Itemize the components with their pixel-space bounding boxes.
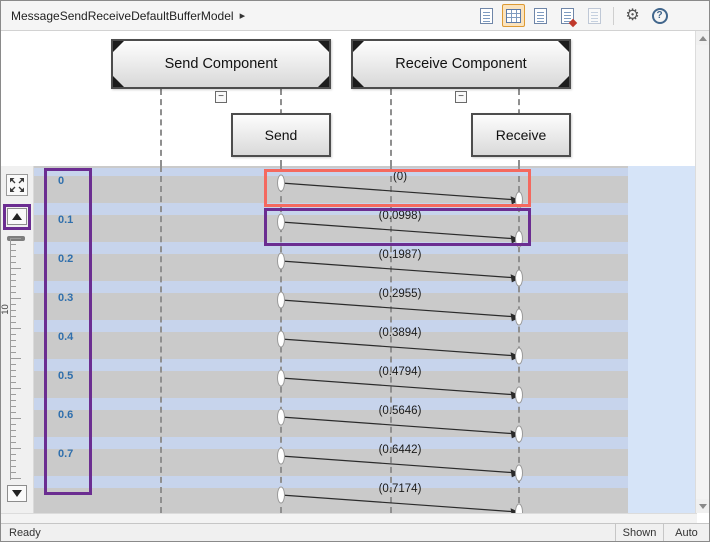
message-label: (0.7174)	[378, 483, 422, 495]
zoom-control-strip: 10	[1, 166, 34, 513]
fit-to-view-button[interactable]	[6, 174, 28, 196]
message-label: (0.6442)	[378, 444, 422, 456]
model-corner-icon	[113, 76, 124, 87]
toolbar: ⚙ ?	[475, 4, 671, 27]
receive-block[interactable]: Receive	[471, 113, 571, 157]
up-arrow-icon	[12, 213, 22, 220]
receive-block-label: Receive	[495, 127, 547, 143]
message-layer: (0) (0.0998) (0.1987) (0.2955) (0.3894) (0.47…	[1, 166, 709, 513]
message-label: (0.2955)	[378, 288, 422, 300]
message-arrow	[277, 213, 523, 248]
time-label: 0.3	[58, 292, 74, 304]
message-arrow	[277, 369, 523, 404]
time-label: 0.2	[58, 253, 74, 265]
lifeline-send-component	[160, 166, 162, 513]
page-down-button[interactable]	[7, 485, 27, 502]
collapse-toggle-icon[interactable]: −	[215, 91, 227, 103]
model-corner-icon	[318, 41, 329, 52]
help-icon: ?	[651, 7, 668, 24]
model-corner-icon	[558, 76, 569, 87]
message-arrow	[277, 447, 523, 482]
status-auto: Auto	[663, 524, 709, 541]
message-arrow	[277, 174, 523, 209]
message-label: (0)	[392, 171, 408, 183]
lifeline-send-component	[160, 89, 162, 166]
breadcrumb-arrow-icon[interactable]: ▸	[239, 10, 246, 22]
message-arrow	[277, 408, 523, 443]
time-label: 0.5	[58, 370, 74, 382]
breadcrumb[interactable]: MessageSendReceiveDefaultBufferModel	[11, 8, 234, 23]
scroll-up-button[interactable]	[696, 31, 709, 45]
sequence-diagram: 0 0.1 0.2 0.3 0.4 0.5 0.6 0.7 (0) (0.0998) (0.198…	[1, 166, 709, 513]
message-label: (0.1987)	[378, 249, 422, 261]
message-label: (0.3894)	[378, 327, 422, 339]
titlebar: MessageSendReceiveDefaultBufferModel ▸ ⚙	[1, 1, 709, 31]
page-up-button[interactable]	[7, 208, 27, 225]
zoom-ruler[interactable]	[10, 238, 22, 480]
data-inspector-button[interactable]	[529, 4, 552, 27]
data-inspector-icon	[534, 7, 547, 24]
time-axis: 0 0.1 0.2 0.3 0.4 0.5 0.6 0.7	[1, 166, 96, 513]
vertical-scrollbar[interactable]	[695, 31, 709, 513]
sequence-viewer-icon	[506, 8, 521, 23]
message-arrow	[277, 330, 523, 365]
right-highlight-panel	[628, 166, 697, 513]
zoom-ruler-label: 10	[1, 304, 11, 315]
compare-icon	[588, 7, 601, 24]
toolbar-separator	[613, 6, 614, 25]
time-label: 0.4	[58, 331, 74, 343]
status-text: Ready	[9, 527, 41, 539]
model-corner-icon	[353, 41, 364, 52]
model-corner-icon	[353, 76, 364, 87]
lifeline-receive-component	[390, 89, 392, 166]
send-block[interactable]: Send	[231, 113, 331, 157]
help-button[interactable]: ?	[648, 4, 671, 27]
message-label: (0.0998)	[378, 210, 422, 222]
settings-gear-icon: ⚙	[625, 6, 640, 24]
scroll-down-button[interactable]	[696, 499, 709, 513]
lifeline-receive	[518, 166, 520, 513]
horizontal-scrollbar[interactable]	[1, 513, 697, 523]
send-block-label: Send	[264, 127, 298, 143]
lifeline-header: Send Component Receive Component − − Sen…	[1, 31, 709, 166]
status-shown: Shown	[615, 524, 663, 541]
send-component-label: Send Component	[164, 56, 278, 72]
receive-component-label: Receive Component	[395, 56, 527, 72]
compare-button[interactable]	[583, 4, 606, 27]
report-icon	[480, 7, 493, 24]
send-component-block[interactable]: Send Component	[111, 39, 331, 89]
model-corner-icon	[558, 41, 569, 52]
model-corner-icon	[113, 41, 124, 52]
time-label: 0.1	[58, 214, 74, 226]
sequence-viewer-button[interactable]	[502, 4, 525, 27]
fit-to-view-icon	[10, 178, 24, 192]
report-button[interactable]	[475, 4, 498, 27]
export-button[interactable]	[556, 4, 579, 27]
scroll-down-icon	[698, 503, 707, 509]
down-arrow-icon	[12, 490, 22, 497]
message-label: (0.4794)	[378, 366, 422, 378]
time-label: 0.6	[58, 409, 74, 421]
statusbar: Ready Shown Auto	[1, 523, 709, 541]
message-arrow	[277, 486, 523, 513]
settings-button[interactable]: ⚙	[621, 4, 644, 27]
time-label: 0	[58, 175, 65, 187]
message-arrow	[277, 252, 523, 287]
lifeline-receive-component	[390, 166, 392, 513]
collapse-toggle-icon[interactable]: −	[455, 91, 467, 103]
statusbar-right: Shown Auto	[615, 524, 709, 541]
model-corner-icon	[318, 76, 329, 87]
time-label: 0.7	[58, 448, 74, 460]
scroll-up-icon	[698, 35, 707, 41]
export-icon	[561, 7, 578, 27]
message-arrow	[277, 291, 523, 326]
message-label: (0.5646)	[378, 405, 422, 417]
receive-component-block[interactable]: Receive Component	[351, 39, 571, 89]
